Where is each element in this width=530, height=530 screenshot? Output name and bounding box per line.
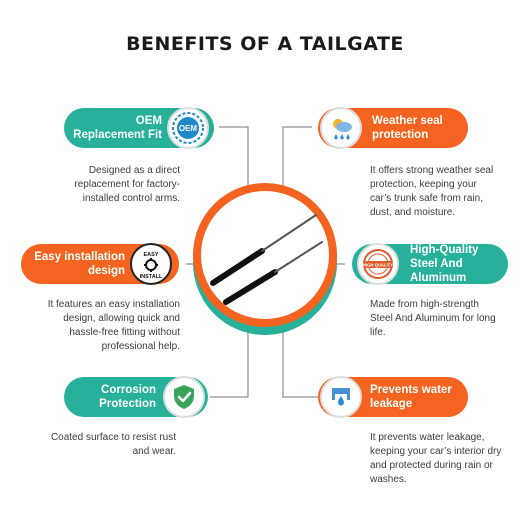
easy-install-icon-top-text: EASY — [144, 252, 159, 258]
benefit-high-quality-description: Made from high-strength Steel And Alumin… — [370, 299, 496, 338]
benefit-easy-install-description: It features an easy installation design,… — [47, 299, 180, 352]
weather-icon — [320, 107, 362, 149]
benefit-corrosion-description: Coated surface to resist rust and wear. — [50, 432, 176, 457]
benefit-oem-description: Designed as a direct replacement for fac… — [74, 165, 180, 204]
oem-badge-icon: OEM — [167, 107, 209, 149]
benefit-high-quality-label: High-Quality Steel And Aluminum — [410, 244, 479, 284]
page-title: BENEFITS OF A TAILGATE — [126, 33, 404, 55]
benefit-water-description: It prevents water leakage, keeping your … — [370, 432, 502, 485]
benefit-oem-label: OEM Replacement Fit — [73, 115, 162, 141]
benefit-corrosion-label: Corrosion Protection — [99, 384, 156, 410]
shield-check-icon — [163, 376, 205, 418]
high-quality-stamp-icon: HIGH QUALITY — [357, 243, 399, 285]
oem-badge-text: OEM — [179, 124, 198, 133]
easy-install-icon: EASY INSTALL — [130, 243, 172, 285]
benefit-weather-label: Weather seal protection — [372, 115, 443, 141]
water-drop-icon — [320, 376, 362, 418]
benefit-easy-install-label: Easy installation design — [34, 251, 125, 277]
benefit-weather-description: It offers strong weather seal protection… — [370, 165, 494, 218]
easy-install-icon-bottom-text: INSTALL — [140, 274, 163, 280]
benefit-water-label: Prevents water leakage — [370, 384, 452, 410]
high-quality-stamp-text: HIGH QUALITY — [363, 263, 393, 268]
